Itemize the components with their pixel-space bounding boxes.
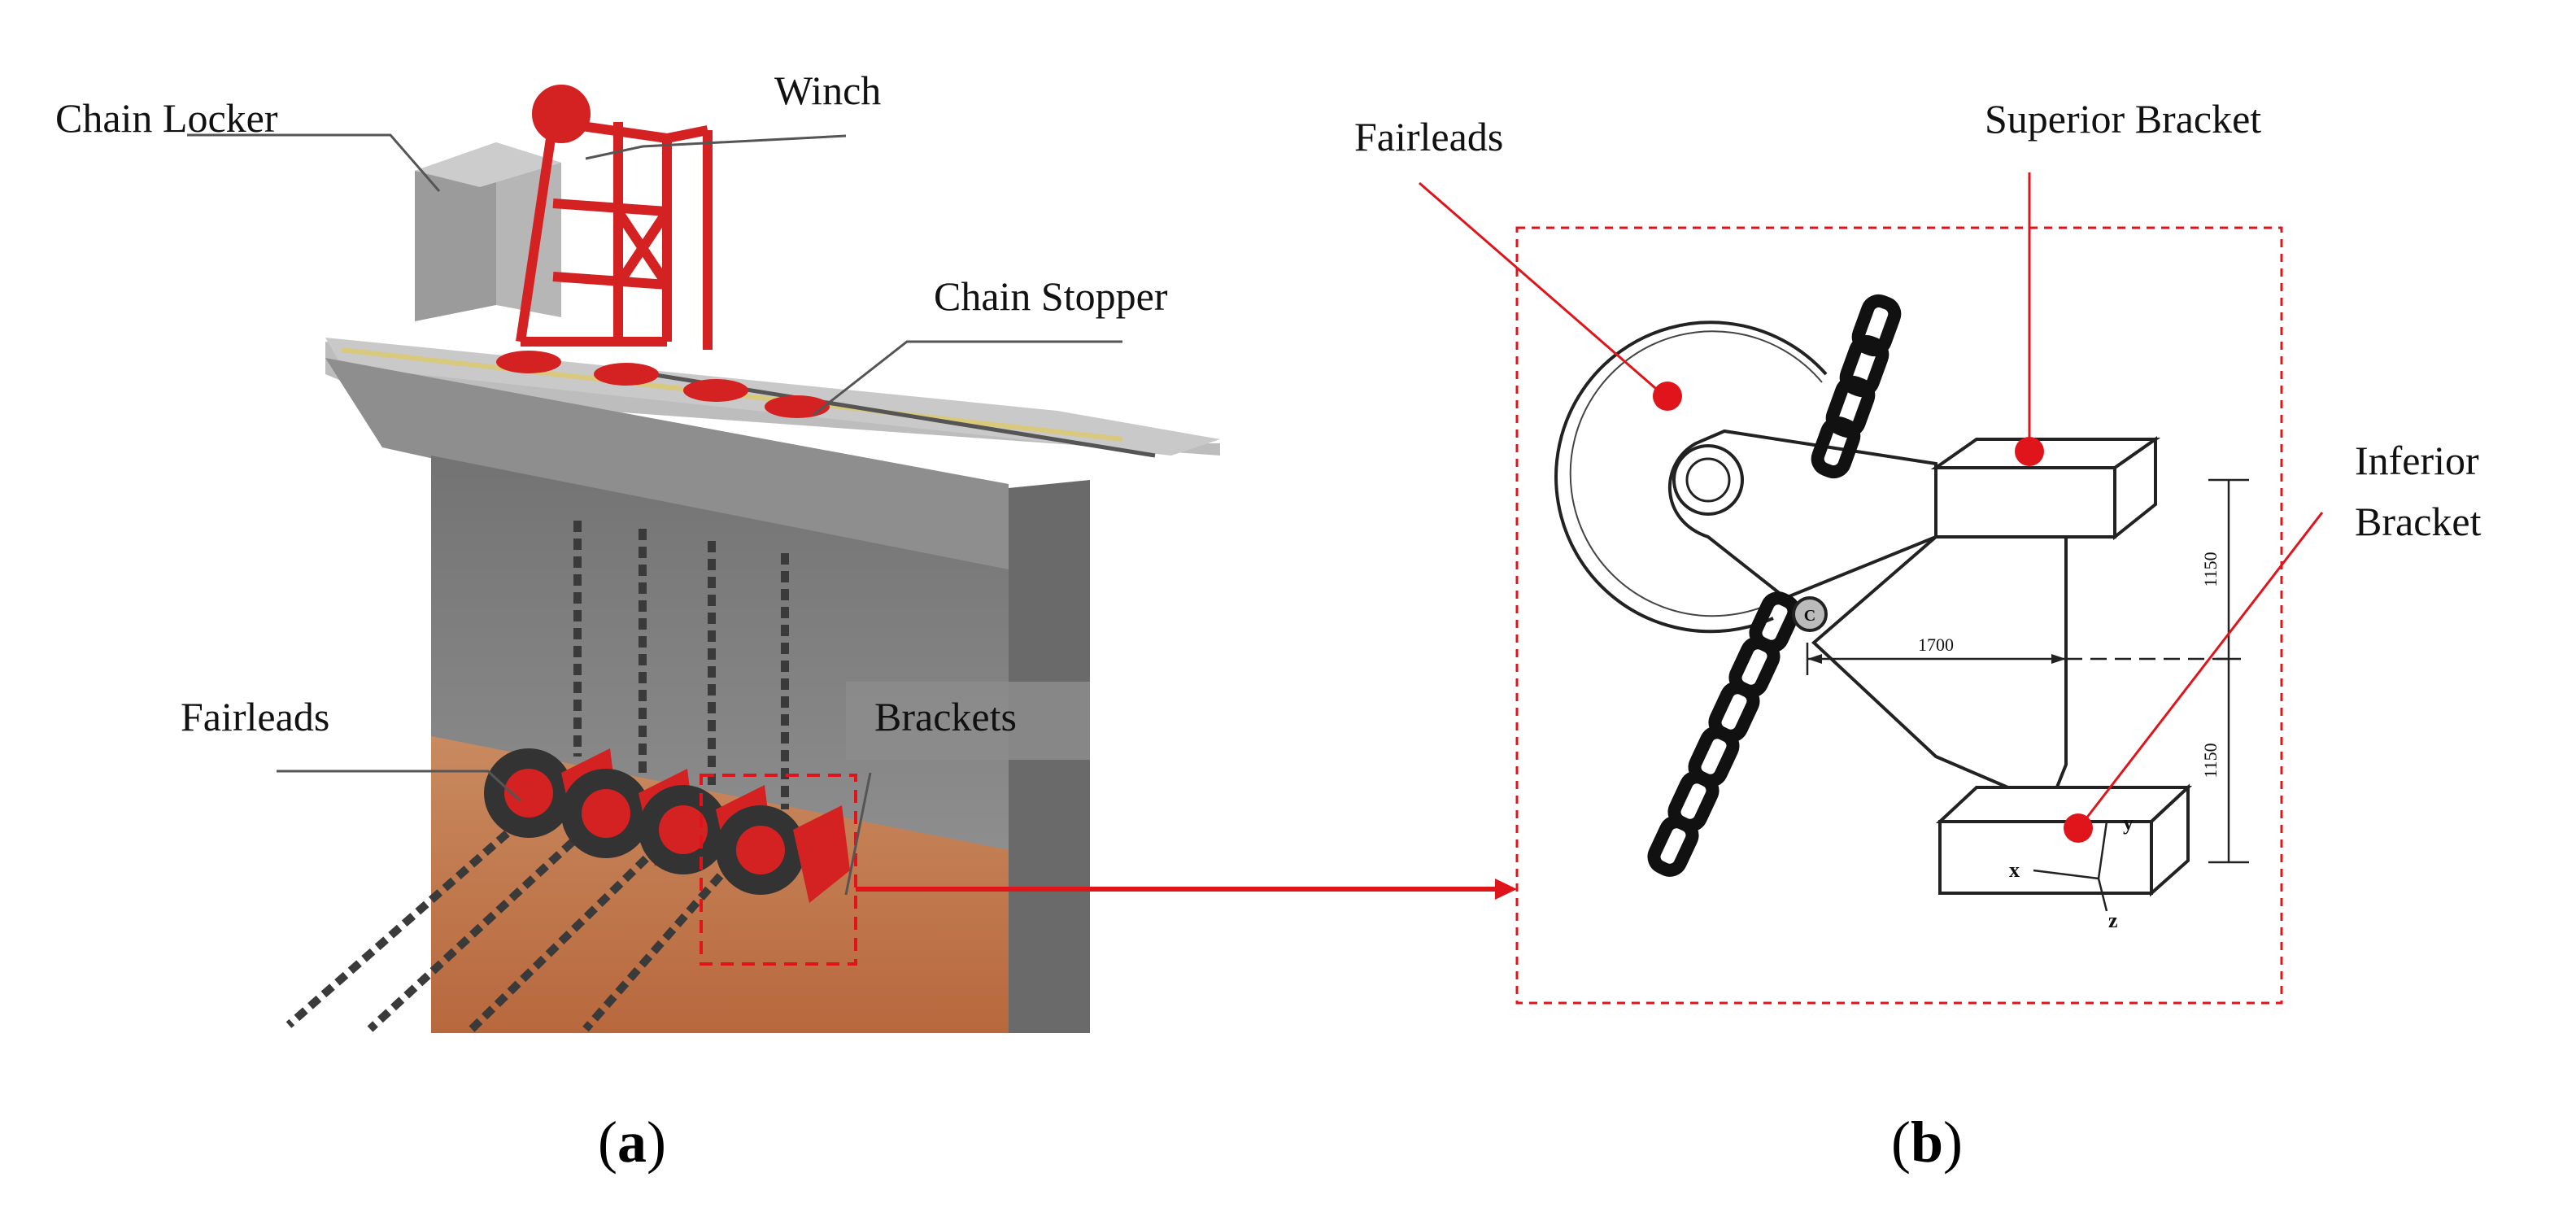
- axis-y-label: y: [2123, 811, 2134, 835]
- label-inferior-bracket-line2: Bracket: [2355, 499, 2482, 544]
- pivot-hole-inner: [1685, 457, 1731, 503]
- axis-z-label: z: [2108, 909, 2118, 932]
- marker-inferior-bracket: [2064, 813, 2093, 843]
- fairlead-wheel-inner: [1569, 330, 1823, 617]
- label-inferior-bracket-line1: Inferior: [2355, 438, 2479, 483]
- dim-vertical-lower: 1150: [2200, 743, 2221, 778]
- marker-fairlead: [1653, 382, 1682, 411]
- caption-b-open: (: [1891, 1110, 1911, 1175]
- superior-bracket-box: [1930, 436, 2161, 541]
- fairlead-models: [484, 748, 850, 903]
- chain-stopper-models: [496, 351, 830, 418]
- leader-lines-a: [187, 133, 1122, 896]
- link-arrow-head: [1495, 879, 1517, 900]
- deck-front-face: [325, 358, 1009, 586]
- caption-a-open: (: [598, 1110, 617, 1175]
- dim-horizontal: 1700: [1918, 634, 1954, 655]
- outgoing-chains: [285, 818, 735, 1032]
- label-brackets: Brackets: [874, 694, 1017, 739]
- caption-b: (b): [1891, 1110, 1963, 1175]
- label-bg-brackets: [846, 682, 1090, 760]
- inferior-bracket-box: [1935, 783, 2193, 897]
- label-chain-stopper: Chain Stopper: [934, 273, 1168, 319]
- winch-tower-model: [516, 85, 713, 350]
- caption-b-letter: b: [1911, 1110, 1943, 1175]
- fairlead-wheel: [1554, 321, 1828, 634]
- caption-a-close: ): [647, 1110, 666, 1175]
- chain-lower: [1647, 591, 1801, 877]
- coordinate-axes: [2033, 821, 2108, 912]
- dim-vertical-upper: 1150: [2200, 552, 2221, 587]
- detail-frame: [1515, 226, 2283, 1005]
- label-superior-bracket: Superior Bracket: [1985, 96, 2261, 142]
- support-column: [1811, 535, 2068, 808]
- label-chain-locker: Chain Locker: [55, 95, 278, 141]
- point-c-marker: [1792, 596, 1828, 632]
- hanging-chains: [573, 521, 789, 809]
- dim-arrow-left: [1807, 654, 1822, 664]
- caption-a-letter: a: [617, 1110, 647, 1175]
- marker-superior-bracket: [2015, 437, 2044, 466]
- label-fairleads-a: Fairleads: [181, 694, 329, 739]
- brackets-highlight-box: [700, 774, 857, 966]
- panel-a-rendering: Chain Locker Winch Chain Stopper Fairlea…: [55, 68, 1517, 1175]
- caption-a: (a): [598, 1110, 666, 1175]
- leader-lines-b: [1419, 172, 2324, 826]
- caption-b-close: ): [1943, 1110, 1963, 1175]
- label-fairleads-b: Fairleads: [1354, 114, 1503, 159]
- dim-arrow-right: [2051, 654, 2066, 664]
- axis-x-label: x: [2009, 858, 2020, 882]
- chain-upper: [1811, 294, 1902, 479]
- panel-b-schematic: C 1700 1150 1150 x y z: [1354, 96, 2482, 1175]
- label-winch: Winch: [774, 68, 881, 113]
- point-c-label: C: [1804, 607, 1815, 625]
